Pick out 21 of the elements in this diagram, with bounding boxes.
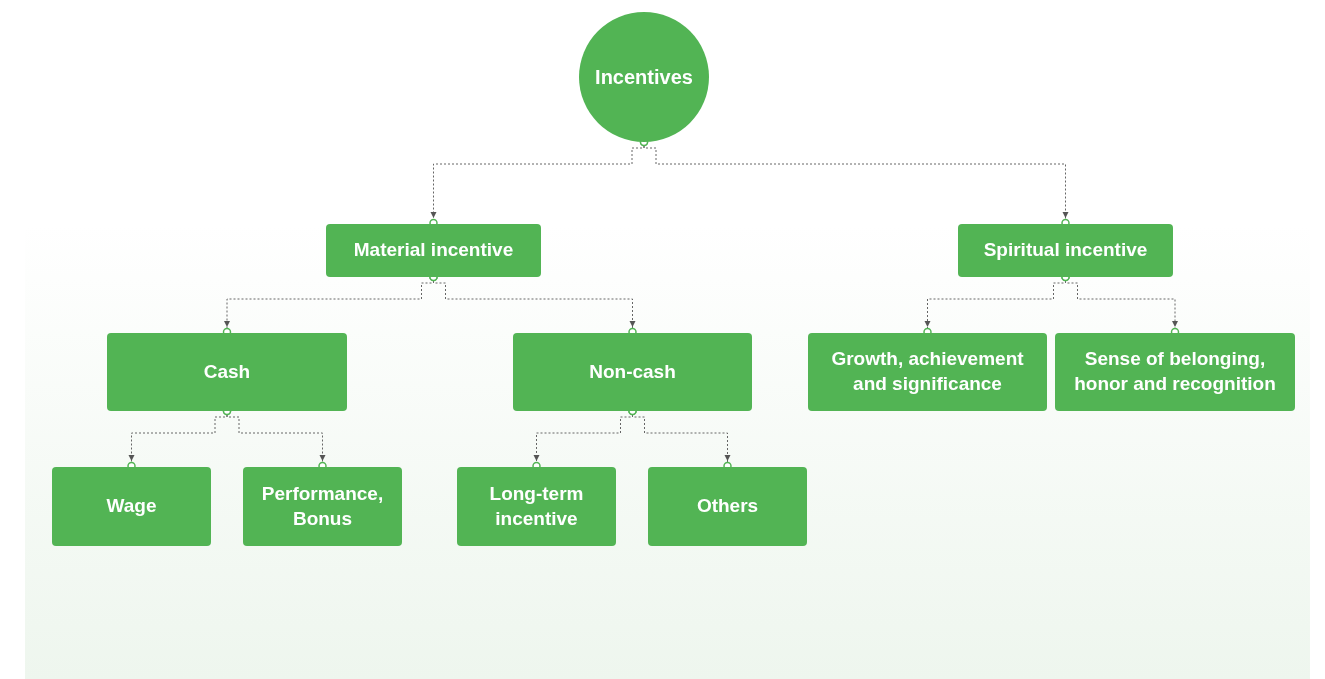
node-label: Sense of belonging, honor and recognition <box>1073 347 1277 396</box>
node-label: Incentives <box>595 65 693 90</box>
category-box <box>808 333 1047 411</box>
node-label: Cash <box>203 359 251 384</box>
category-box <box>107 333 347 411</box>
category-box <box>457 467 616 546</box>
node-label: Performance, Bonus <box>260 481 385 531</box>
node-label: Growth, achievement and significance <box>830 347 1025 396</box>
category-box <box>1055 333 1295 411</box>
category-box <box>326 224 541 277</box>
category-box <box>648 467 807 546</box>
node-label: Others <box>696 494 759 519</box>
node-label: Long-term incentive <box>488 481 585 531</box>
category-box <box>513 333 752 411</box>
node-label: Non-cash <box>589 359 676 384</box>
node-label: Wage <box>106 494 157 519</box>
node-label: Material incentive <box>353 238 514 263</box>
category-box <box>243 467 402 546</box>
category-box <box>958 224 1173 277</box>
node-label: Spiritual incentive <box>983 238 1148 263</box>
category-box <box>52 467 211 546</box>
